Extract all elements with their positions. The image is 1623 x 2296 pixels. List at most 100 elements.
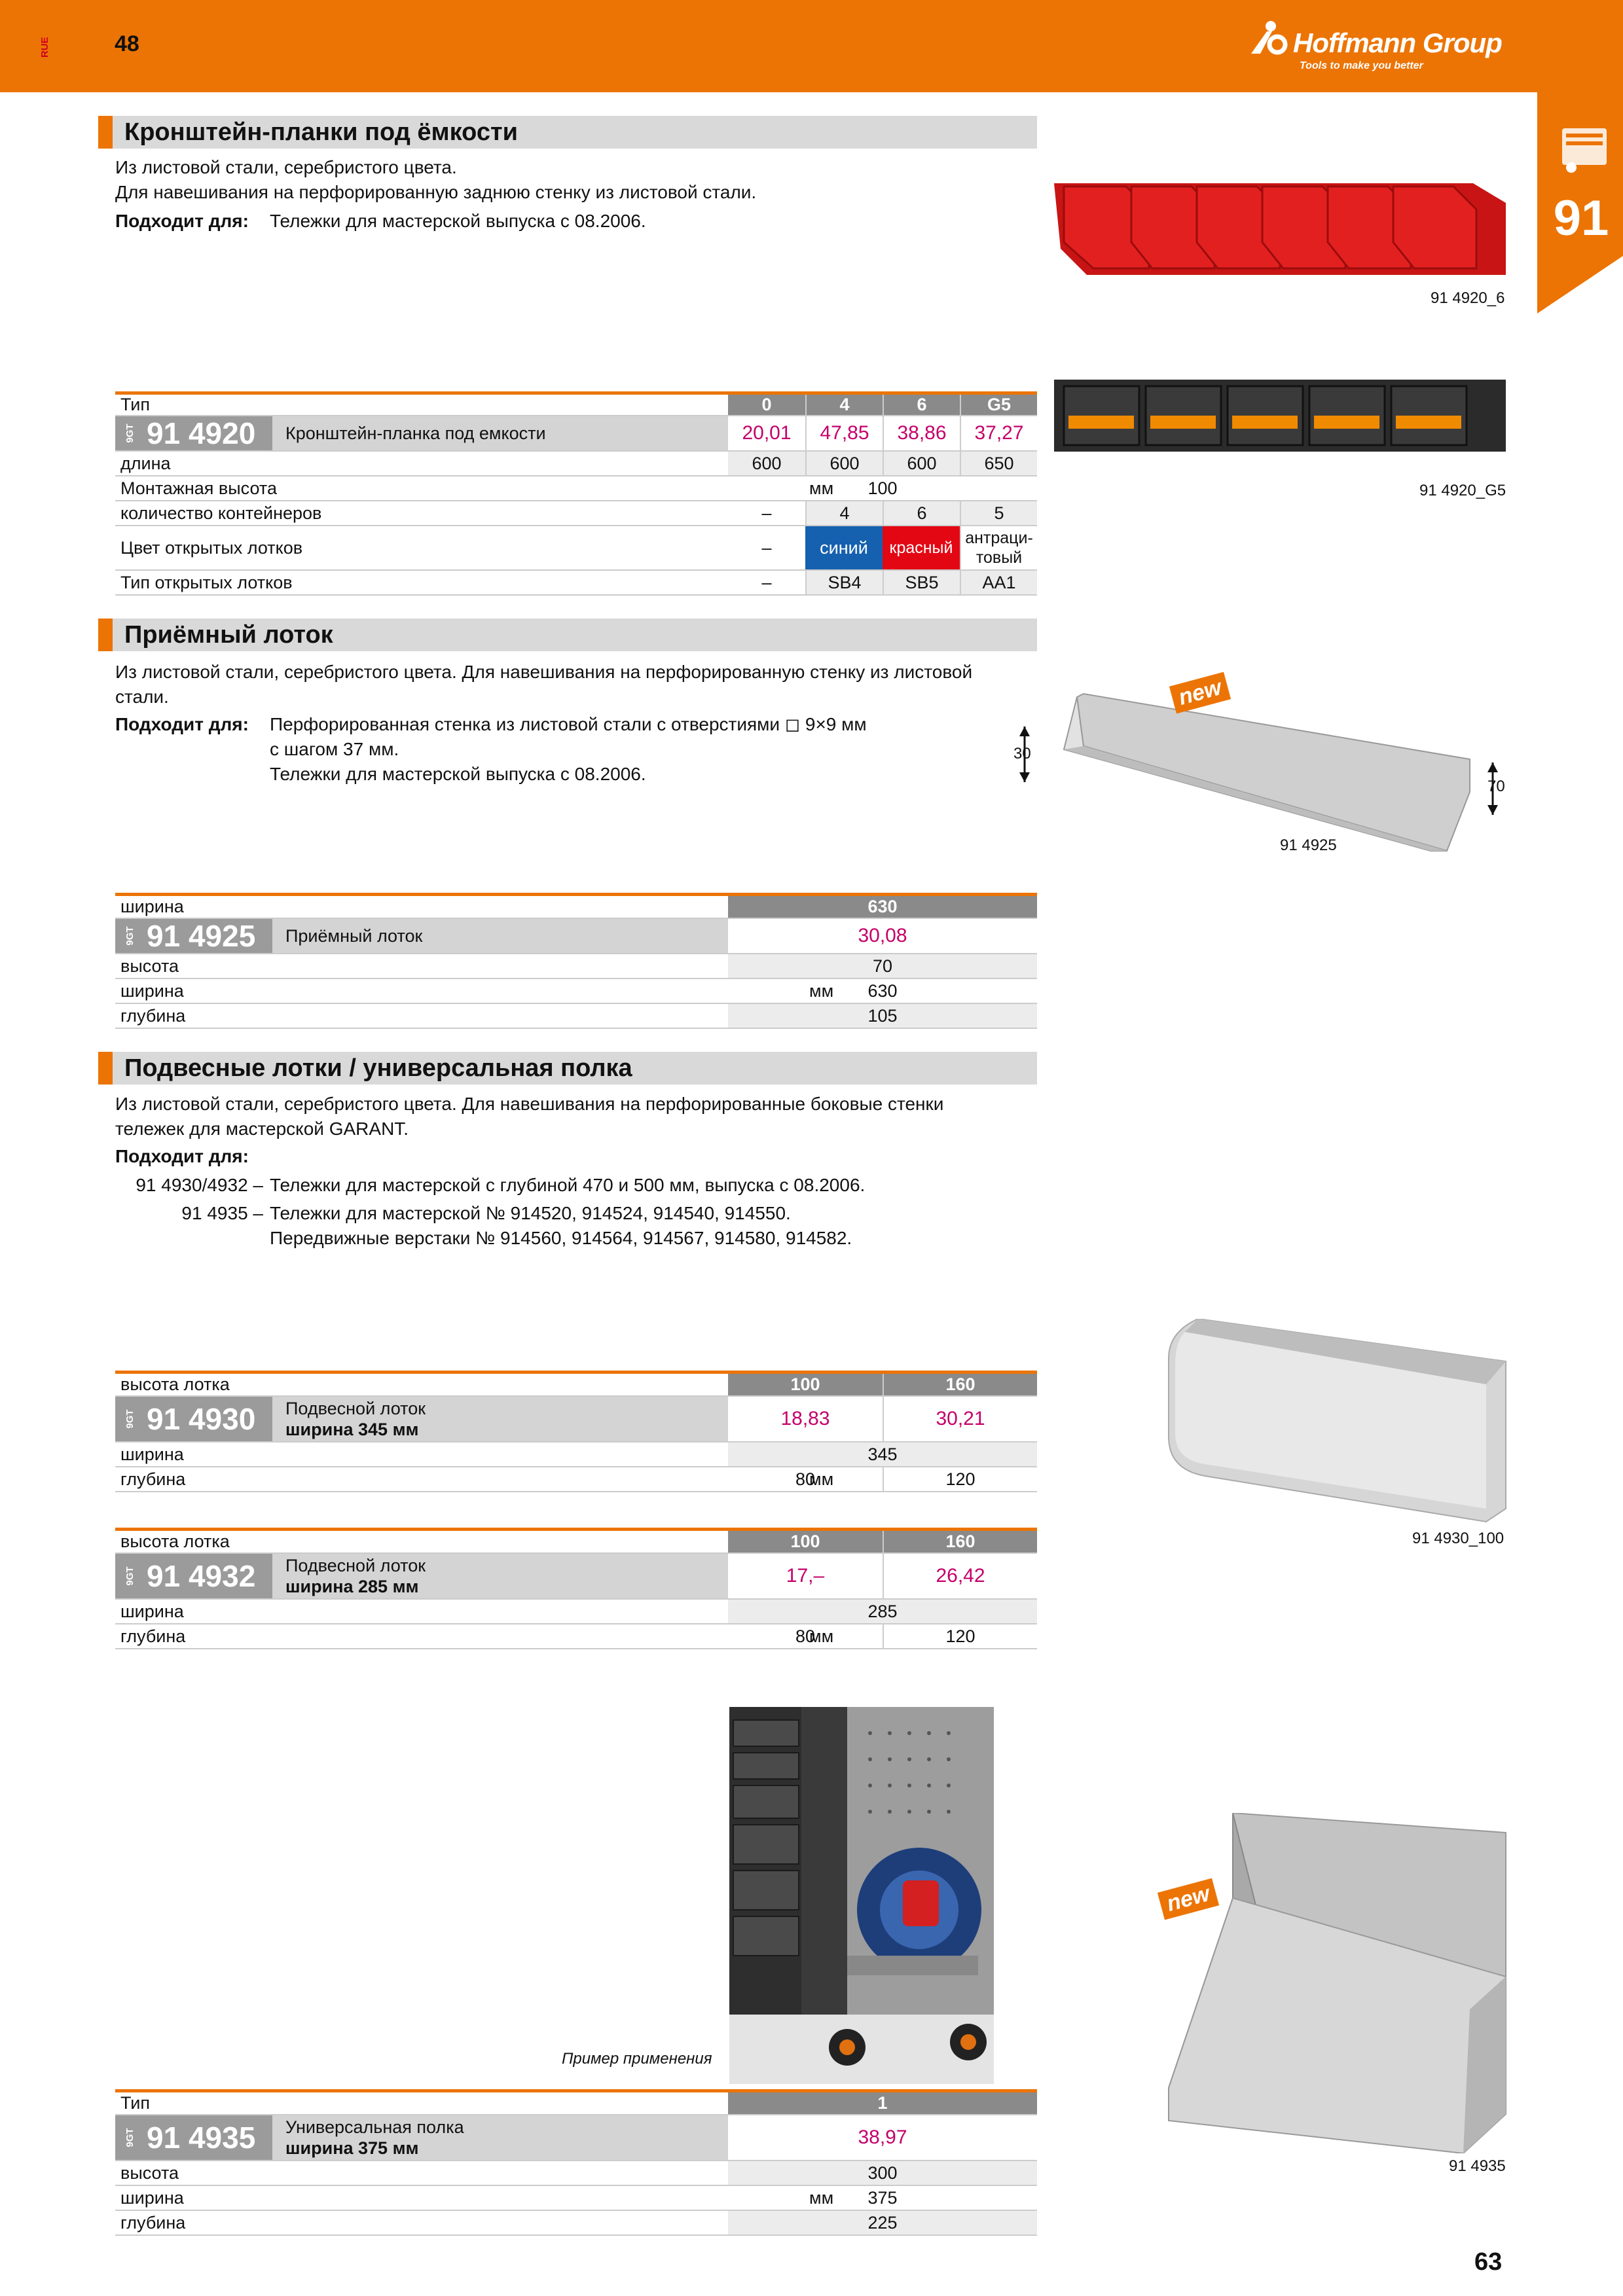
fits-value: Тележки для мастерской выпуска с 08.2006… bbox=[270, 764, 646, 784]
row-label: ширина bbox=[120, 1601, 184, 1621]
table-row: Цвет открытых лотков – синий красный ант… bbox=[115, 526, 1037, 571]
product-desc: Кронштейн-планка под емкости bbox=[272, 416, 728, 450]
cell: – bbox=[761, 503, 772, 523]
fits-value: Тележки для мастерской с глубиной 470 и … bbox=[270, 1175, 866, 1195]
table-row: ширина мм 285 bbox=[115, 1600, 1037, 1624]
fits-code: 91 4930/4932 – bbox=[136, 1175, 263, 1195]
row-unit: мм bbox=[809, 980, 834, 1001]
cell: 120 bbox=[883, 1624, 1037, 1648]
desc-line: тележек для мастерской GARANT. bbox=[115, 1119, 409, 1139]
row-label: Тип открытых лотков bbox=[120, 572, 293, 592]
cell: 285 bbox=[728, 1600, 1037, 1623]
fits-value: с шагом 37 мм. bbox=[270, 739, 399, 759]
price: 38,86 bbox=[883, 416, 960, 450]
row-label: глубина bbox=[120, 1005, 186, 1026]
table-header-row: Тип 0 4 6 G5 bbox=[115, 391, 1037, 416]
header-value: 1 bbox=[728, 2092, 1037, 2114]
header-label: Тип bbox=[120, 395, 151, 414]
desc-width: ширина 375 мм bbox=[285, 2138, 419, 2158]
fits-code: 91 4935 – bbox=[181, 1203, 263, 1223]
top-bar bbox=[0, 0, 1623, 92]
header-label: ширина bbox=[120, 897, 184, 916]
code-number: 91 4920 bbox=[147, 416, 256, 450]
desc-line: Из листовой стали, серебристого цвета. Д… bbox=[115, 1094, 944, 1114]
product-desc: Приёмный лоток bbox=[272, 919, 728, 953]
code-number: 91 4932 bbox=[147, 1559, 256, 1593]
cell: 650 bbox=[960, 452, 1037, 475]
desc-text: Подвесной лоток bbox=[285, 1556, 426, 1575]
page-number-left: 48 bbox=[115, 31, 139, 56]
image-caption: 91 4925 bbox=[1280, 836, 1337, 854]
type-col: G5 bbox=[960, 395, 1037, 415]
price: 17,– bbox=[786, 1565, 825, 1587]
desc-line: Для навешивания на перфорированную задню… bbox=[115, 182, 757, 202]
color-blue-cell: синий bbox=[805, 526, 883, 569]
brand-tagline: Tools to make you better bbox=[1300, 60, 1423, 71]
vert-label: 9GT bbox=[124, 1409, 136, 1429]
row-label: количество контейнеров bbox=[120, 503, 322, 523]
code-number: 91 4935 bbox=[147, 2121, 256, 2155]
cell: 6 bbox=[883, 501, 960, 525]
cell: 5 bbox=[960, 501, 1037, 525]
header-label: высота лотка bbox=[120, 1374, 230, 1394]
universal-shelf-image bbox=[1168, 1813, 1506, 2153]
row-label: высота bbox=[120, 2162, 179, 2183]
vert-label: 9GT bbox=[124, 1566, 136, 1586]
page-number-right: 63 bbox=[1474, 2248, 1503, 2276]
table-header-row: Тип 1 bbox=[115, 2089, 1037, 2115]
header-value: 160 bbox=[883, 1374, 1037, 1395]
header-label: высота лотка bbox=[120, 1532, 230, 1551]
cell: 630 bbox=[867, 980, 898, 1001]
section-header-hanging: Подвесные лотки / универсальная полка bbox=[98, 1052, 1037, 1085]
region-code: RUE bbox=[39, 37, 50, 58]
table-row: Тип открытых лотков – SB4 SB5 AA1 bbox=[115, 571, 1037, 596]
dimension-height-left: 30 bbox=[1013, 745, 1031, 762]
fits-value: Тележки для мастерской № 914520, 914524,… bbox=[270, 1203, 791, 1223]
price: 30,08 bbox=[858, 925, 907, 946]
black-bins-image bbox=[1054, 380, 1506, 452]
cell: 300 bbox=[728, 2161, 1037, 2185]
table-row: высота мм 300 bbox=[115, 2161, 1037, 2186]
row-label: ширина bbox=[120, 2187, 184, 2208]
row-label: ширина bbox=[120, 980, 184, 1001]
table-row: глубина мм 80 120 bbox=[115, 1467, 1037, 1492]
cell: 120 bbox=[883, 1467, 1037, 1491]
desc-line: стали. bbox=[115, 687, 169, 707]
chapter-number: 91 bbox=[1553, 190, 1609, 246]
table-row: глубина мм 105 bbox=[115, 1004, 1037, 1029]
table-row: Монтажная высота мм 100 bbox=[115, 476, 1037, 501]
cell: 100 bbox=[867, 478, 898, 498]
image-caption: 91 4920_6 bbox=[1431, 289, 1505, 307]
table-header-row: высота лотка мм 100 160 bbox=[115, 1371, 1037, 1397]
table-row: высота мм 70 bbox=[115, 954, 1037, 979]
cell: 70 bbox=[728, 954, 1037, 978]
row-unit: мм bbox=[809, 478, 834, 498]
header-value: 630 bbox=[728, 896, 1037, 918]
price: 18,83 bbox=[780, 1408, 830, 1429]
cell: – bbox=[761, 537, 772, 558]
desc-text: Подвесной лоток bbox=[285, 1399, 426, 1418]
color-anthracite-cell: антраци- товый bbox=[960, 526, 1037, 569]
header-label: Тип bbox=[120, 2093, 151, 2113]
fits-value: Тележки для мастерской выпуска с 08.2006… bbox=[270, 211, 646, 231]
row-label: Цвет открытых лотков bbox=[120, 537, 303, 558]
header-value: 160 bbox=[883, 1531, 1037, 1552]
tray-image bbox=[1019, 692, 1498, 852]
article-code: 9GT 91 4932 bbox=[115, 1554, 272, 1598]
cell: 600 bbox=[805, 452, 883, 475]
table-row: ширина мм 630 bbox=[115, 979, 1037, 1004]
cell: 105 bbox=[728, 1004, 1037, 1028]
table-row: количество контейнеров – 4 6 5 bbox=[115, 501, 1037, 526]
image-caption: 91 4920_G5 bbox=[1419, 482, 1506, 499]
desc-text: Приёмный лоток bbox=[285, 926, 423, 946]
section-title: Приёмный лоток bbox=[124, 621, 333, 649]
row-label: глубина bbox=[120, 1626, 186, 1646]
red-bins-image bbox=[1054, 183, 1506, 275]
cell: 345 bbox=[728, 1443, 1037, 1466]
